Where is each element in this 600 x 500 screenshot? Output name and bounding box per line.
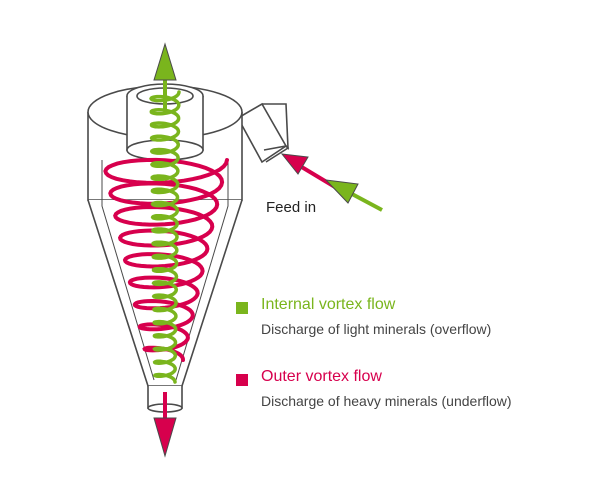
feed-in-label: Feed in — [266, 199, 317, 216]
outer-vortex-spiral — [103, 157, 229, 362]
overflow-arrow — [153, 42, 177, 110]
feed-arrow-green — [324, 179, 383, 212]
outer-vortex-title: Outer vortex flow — [261, 368, 382, 385]
internal-vortex-description: Discharge of light minerals (overflow) — [261, 321, 492, 337]
outer-vortex-description: Discharge of heavy minerals (underflow) — [261, 393, 512, 409]
internal-vortex-title: Internal vortex flow — [261, 296, 396, 313]
internal-vortex-spiral — [149, 90, 181, 384]
underflow-arrow — [153, 392, 177, 458]
outer-vortex-path — [103, 157, 229, 362]
internal-vortex-swatch — [236, 302, 248, 314]
internal-vortex-path — [149, 90, 181, 384]
cyclone-body — [87, 83, 290, 413]
outer-vortex-swatch — [236, 374, 248, 386]
